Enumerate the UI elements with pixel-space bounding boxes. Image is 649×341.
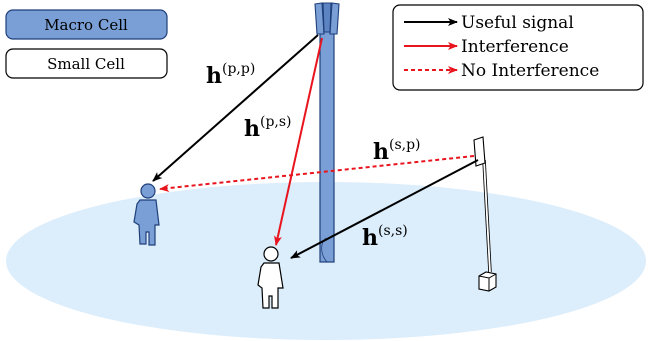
macro-user-icon <box>133 183 160 246</box>
label-h-ss: h(s,s) <box>362 223 408 251</box>
macro-tower-icon <box>314 2 340 263</box>
link-ps-interference <box>274 37 323 246</box>
label-h-pp: h(p,p) <box>206 61 255 89</box>
link-pp-useful <box>152 34 319 182</box>
legend-useful-signal: Useful signal <box>461 13 574 33</box>
link-sp-no-interference <box>159 155 475 193</box>
legend-macro-cell: Macro Cell <box>5 9 168 40</box>
legend-signal-types: Useful signal Interference No Interferen… <box>392 4 644 91</box>
label-h-ps: h(p,s) <box>244 114 292 142</box>
legend-macro-cell-label: Macro Cell <box>44 16 128 34</box>
legend-interference: Interference <box>461 37 569 57</box>
legend-small-cell: Small Cell <box>5 48 168 79</box>
label-h-sp: h(s,p) <box>373 137 421 165</box>
small-user-icon <box>257 246 284 309</box>
legend-no-interference: No Interference <box>461 61 599 81</box>
legend-small-cell-label: Small Cell <box>47 55 125 73</box>
small-cell-icon <box>473 136 497 292</box>
link-ss-useful <box>290 159 479 259</box>
